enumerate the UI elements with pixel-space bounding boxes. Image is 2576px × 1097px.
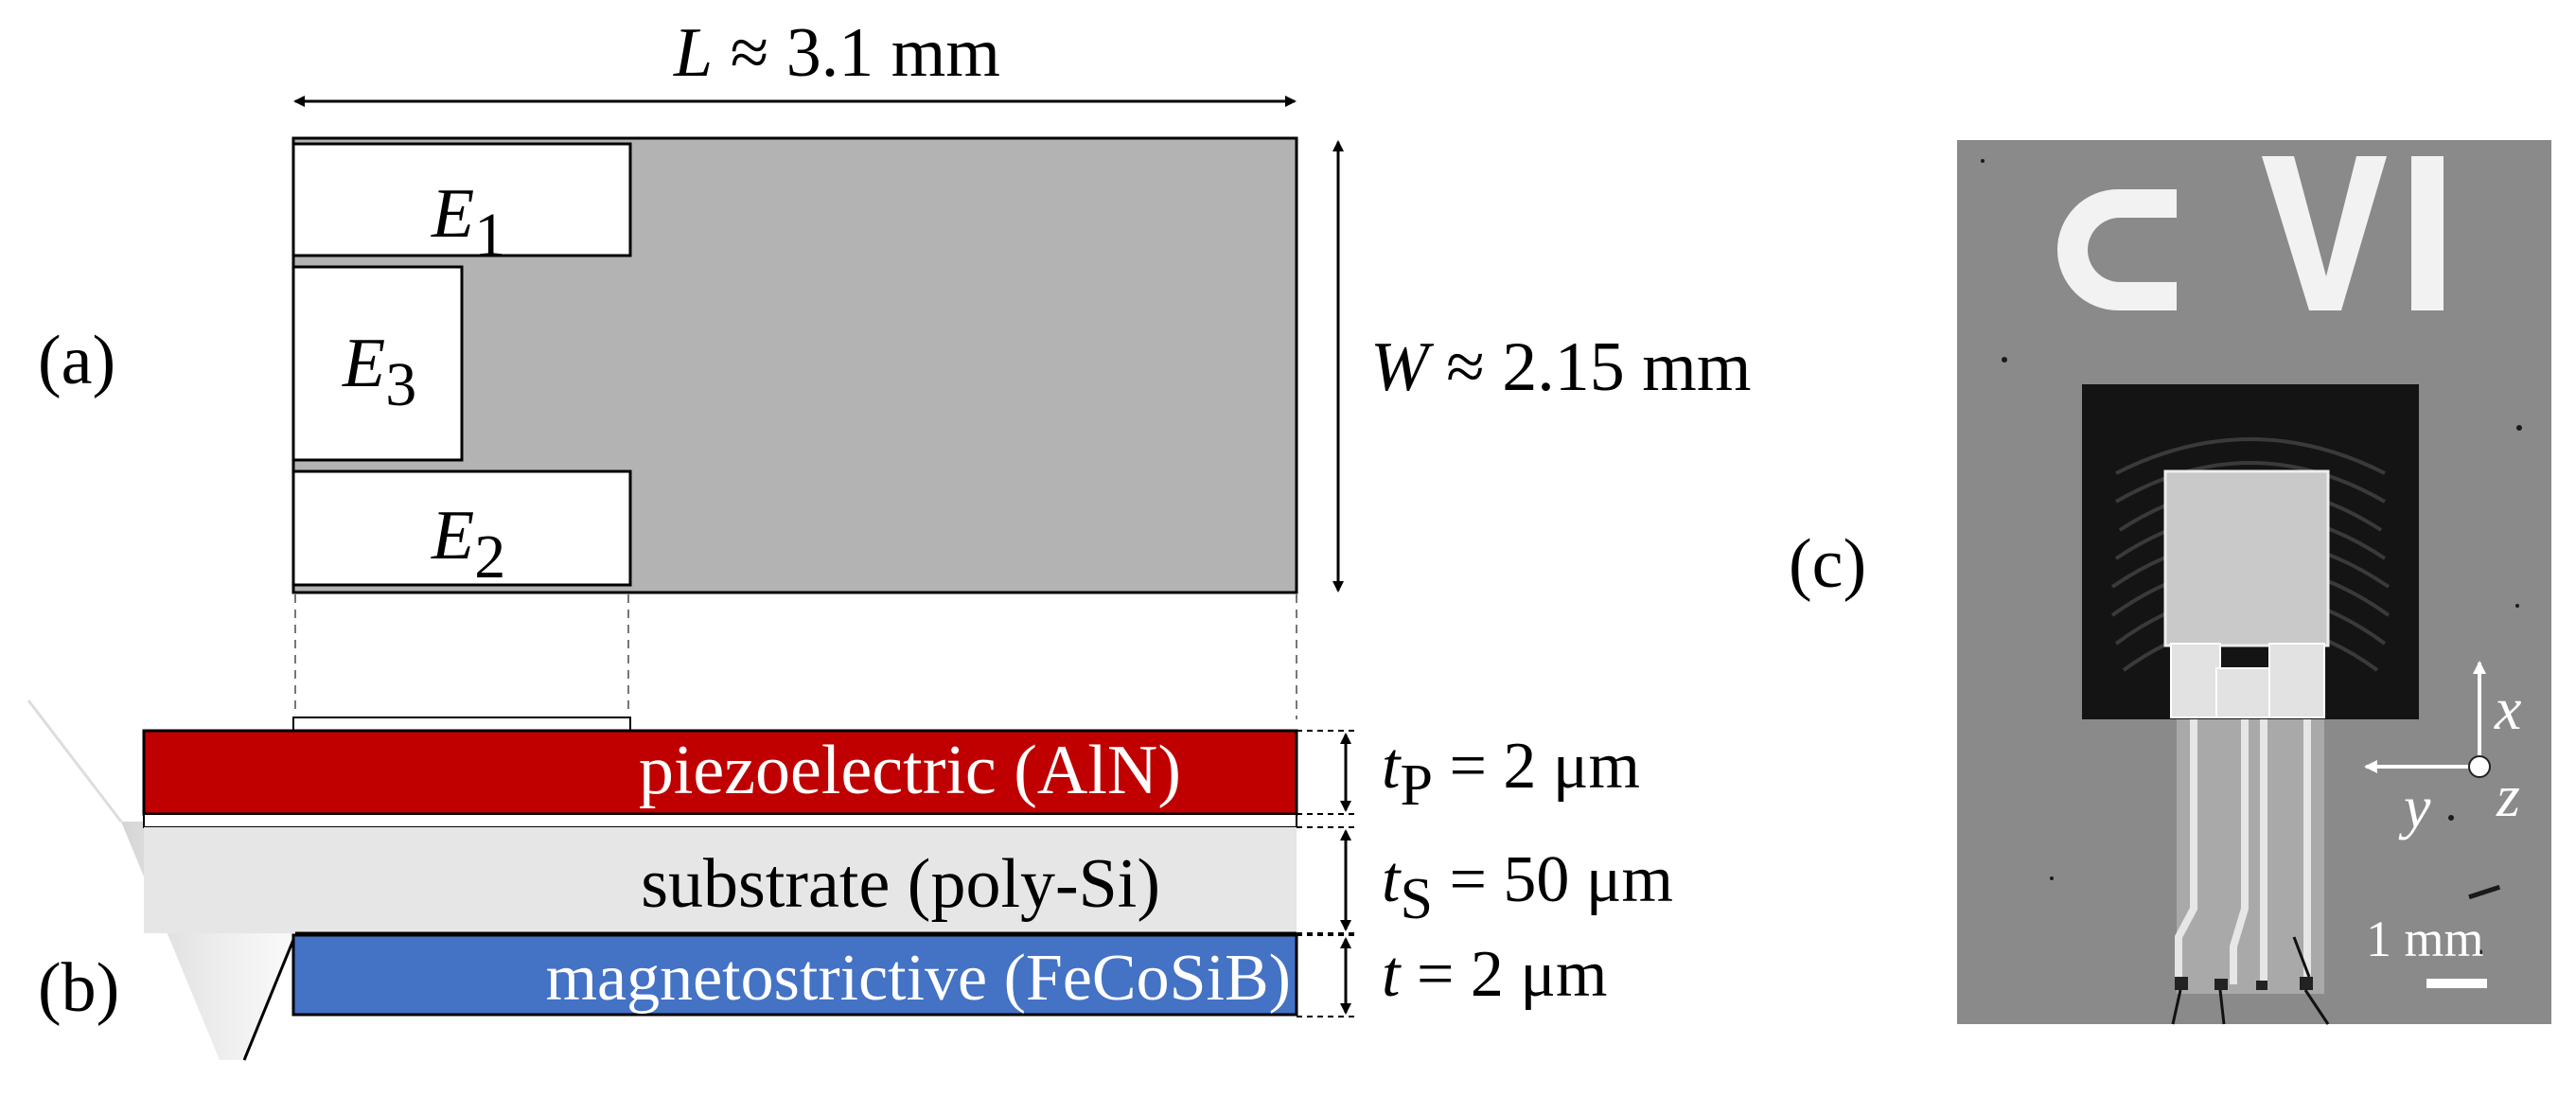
support-edge-faint [26, 699, 123, 823]
panel-c: (c) [1789, 140, 2551, 1025]
panel-b-label: (b) [38, 949, 119, 1027]
substrate-layer-label: substrate (poly-Si) [641, 845, 1160, 923]
z-axis-label: z [2496, 762, 2520, 829]
electrode-e1-label: E1 [431, 175, 505, 270]
magnetostrictive-layer [291, 933, 1298, 1017]
length-label: L ≈ 3.1 mm [673, 14, 1000, 92]
magnetostrictive-layer-label: magnetostrictive (FeCoSiB) [546, 942, 1291, 1015]
magneto-thickness-label: t = 2 μm [1382, 938, 1607, 1011]
electrode-e2 [291, 469, 632, 587]
top-electrode-strip [292, 717, 631, 732]
scale-bar [2426, 979, 2487, 988]
y-axis-label: y [2398, 773, 2431, 840]
pad-center [2215, 667, 2274, 718]
length-value: ≈ 3.1 mm [713, 14, 1000, 92]
width-var: W [1370, 328, 1435, 406]
piezo-thickness-label: tP = 2 μm [1382, 730, 1640, 818]
electrode-e3-label: E3 [342, 325, 416, 419]
panel-c-label: (c) [1789, 525, 1866, 603]
pad-right [2268, 643, 2325, 718]
cvi-logo [2057, 156, 2444, 310]
electrode-e1 [291, 142, 632, 257]
panel-a: (a) L ≈ 3.1 mm E1 E3 E2 W ≈ 2.15 mm [38, 14, 1751, 719]
x-axis-label: x [2494, 675, 2521, 742]
piezoelectric-layer-label: piezoelectric (AlN) [639, 732, 1181, 809]
bottom-electrode-strip [143, 813, 1297, 828]
support-edge [242, 934, 297, 1061]
bond-wires [2171, 936, 2330, 1025]
electrode-e2-label: E2 [431, 497, 505, 592]
pad-left [2170, 643, 2221, 718]
lead-traces [2175, 719, 2311, 984]
width-value: ≈ 2.15 mm [1429, 328, 1752, 406]
scale-bar-label: 1 mm [2366, 911, 2484, 967]
cantilever-plate [2163, 469, 2330, 647]
lead-region [2177, 719, 2324, 994]
z-axis-dot [2468, 755, 2491, 778]
panel-a-label: (a) [38, 322, 115, 399]
electrode-e3 [291, 265, 464, 462]
length-var: L [673, 14, 713, 92]
substrate-layer [144, 827, 1297, 933]
panel-b: piezoelectric (AlN) substrate (poly-Si) … [26, 699, 1673, 1061]
coordinate-axes: x y z [2364, 661, 2521, 840]
substrate-thickness-label: tS = 50 μm [1382, 843, 1673, 931]
width-label: W ≈ 2.15 mm [1370, 328, 1751, 406]
bond-pads [2175, 977, 2313, 990]
dust-specks [1981, 159, 2522, 955]
thickness-brackets [1297, 730, 1359, 1017]
